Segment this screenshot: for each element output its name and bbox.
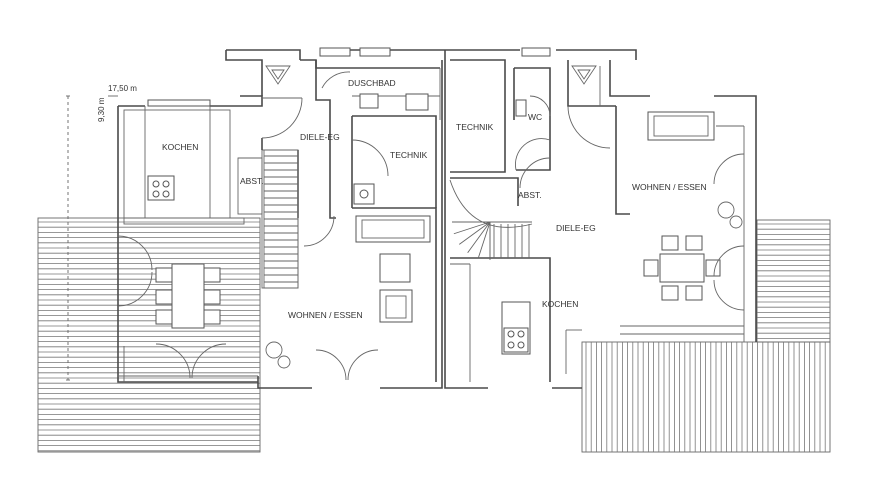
terrace-right [581,219,831,453]
technik-left-fixture [353,183,375,205]
walls-right-unit [444,49,757,389]
room-label-technik-right: TECHNIK [456,122,494,132]
room-label-technik-left: TECHNIK [390,150,428,160]
room-label-abst-right: ABST. [518,190,542,200]
stair-tread [467,221,491,254]
dining-table-left [155,263,221,329]
technik-right-fixtures [515,47,551,117]
doors [117,97,745,381]
staircase-right [449,179,533,260]
dimension-lines [66,95,118,381]
room-label-kochen-left: KOCHEN [162,142,198,152]
terrace-left [37,217,261,453]
room-label-wc: WC [528,112,542,122]
living-left-furniture [265,215,431,369]
stair-tread [458,221,491,245]
room-label-diele-left: DIELE-EG [300,132,340,142]
kitchen-left-fixtures [147,99,211,201]
room-label-wohnen-right: WOHNEN / ESSEN [632,182,707,192]
stair-tread [477,221,491,259]
room-label-kochen-right: KOCHEN [542,299,578,309]
room-label-duschbad: DUSCHBAD [348,78,396,88]
duschbad-fixtures [319,47,429,111]
room-label-diele-right: DIELE-EG [556,223,596,233]
kitchen-right-fixtures [501,301,531,355]
room-label-wohnen-left: WOHNEN / ESSEN [288,310,363,320]
depth-dimension-label: 9,30 m [97,97,106,122]
width-dimension-label: 17,50 m [108,84,137,93]
stair-tread [453,221,491,235]
entrance-markers [265,65,597,85]
room-label-abst-left: ABST. [240,176,264,186]
staircase-left [263,149,299,289]
living-right-furniture [643,111,743,301]
